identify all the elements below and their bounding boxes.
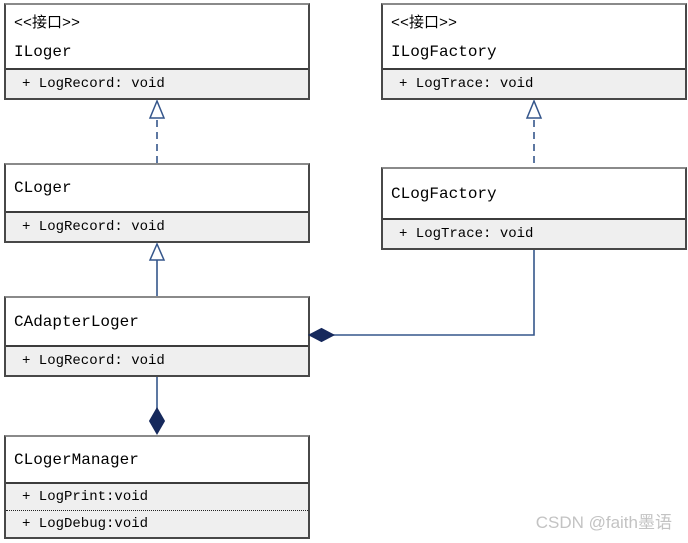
methods-compartment: + LogTrace: void — [383, 218, 685, 248]
methods-compartment: + LogPrint:void + LogDebug:void — [6, 482, 308, 537]
class-name: CLogFactory — [391, 184, 497, 203]
class-box-clogfactory: CLogFactory + LogTrace: void — [381, 167, 687, 250]
class-box-iloger: <<接口>> ILoger + LogRecord: void — [4, 3, 310, 100]
method-label: + LogRecord: void — [22, 353, 165, 369]
hollow-triangle-arrow-icon — [148, 242, 166, 261]
class-name: CAdapterLoger — [14, 312, 139, 331]
class-box-cloger: CLoger + LogRecord: void — [4, 163, 310, 243]
title-compartment: <<接口>> ILogFactory — [383, 5, 685, 68]
class-box-clogermanager: CLogerManager + LogPrint:void + LogDebug… — [4, 435, 310, 539]
class-name: ILogFactory — [391, 43, 497, 61]
filled-diamond-icon — [307, 327, 336, 343]
composition-connector-clogermanager-to-cadapterloger — [148, 377, 166, 436]
method-label: + LogDebug:void — [6, 510, 308, 537]
method-label: + LogRecord: void — [22, 76, 165, 92]
stereotype-label: <<接口>> — [391, 15, 458, 32]
class-name: CLogerManager — [14, 450, 139, 469]
title-compartment: <<接口>> ILoger — [6, 5, 308, 68]
method-label: + LogTrace: void — [399, 76, 534, 92]
stereotype-label: <<接口>> — [14, 15, 81, 32]
hollow-triangle-arrow-icon — [525, 99, 543, 119]
class-name: ILoger — [14, 43, 72, 61]
title-compartment: CLogerManager — [6, 437, 308, 482]
method-label: + LogPrint:void — [22, 489, 149, 505]
title-compartment: CAdapterLoger — [6, 298, 308, 345]
title-compartment: CLogFactory — [383, 169, 685, 218]
title-compartment: CLoger — [6, 165, 308, 211]
methods-compartment: + LogRecord: void — [6, 345, 308, 375]
class-box-cadapterloger: CAdapterLoger + LogRecord: void — [4, 296, 310, 377]
class-box-ilogfactory: <<接口>> ILogFactory + LogTrace: void — [381, 3, 687, 100]
realization-connector-clogfactory-to-ilogfactory — [525, 99, 543, 167]
method-label: + LogTrace: void — [399, 226, 534, 242]
composition-connector-cadapterloger-to-clogfactory — [307, 250, 535, 343]
filled-diamond-icon — [148, 406, 166, 436]
csdn-watermark: CSDN @faith墨语 — [535, 513, 672, 532]
hollow-triangle-arrow-icon — [148, 99, 166, 119]
methods-compartment: + LogRecord: void — [6, 68, 308, 98]
realization-connector-cloger-to-iloger — [148, 99, 166, 163]
generalization-connector-cadapterloger-to-cloger — [148, 242, 166, 296]
method-label: + LogRecord: void — [22, 219, 165, 235]
methods-compartment: + LogTrace: void — [383, 68, 685, 98]
class-name: CLoger — [14, 179, 72, 197]
methods-compartment: + LogRecord: void — [6, 211, 308, 241]
